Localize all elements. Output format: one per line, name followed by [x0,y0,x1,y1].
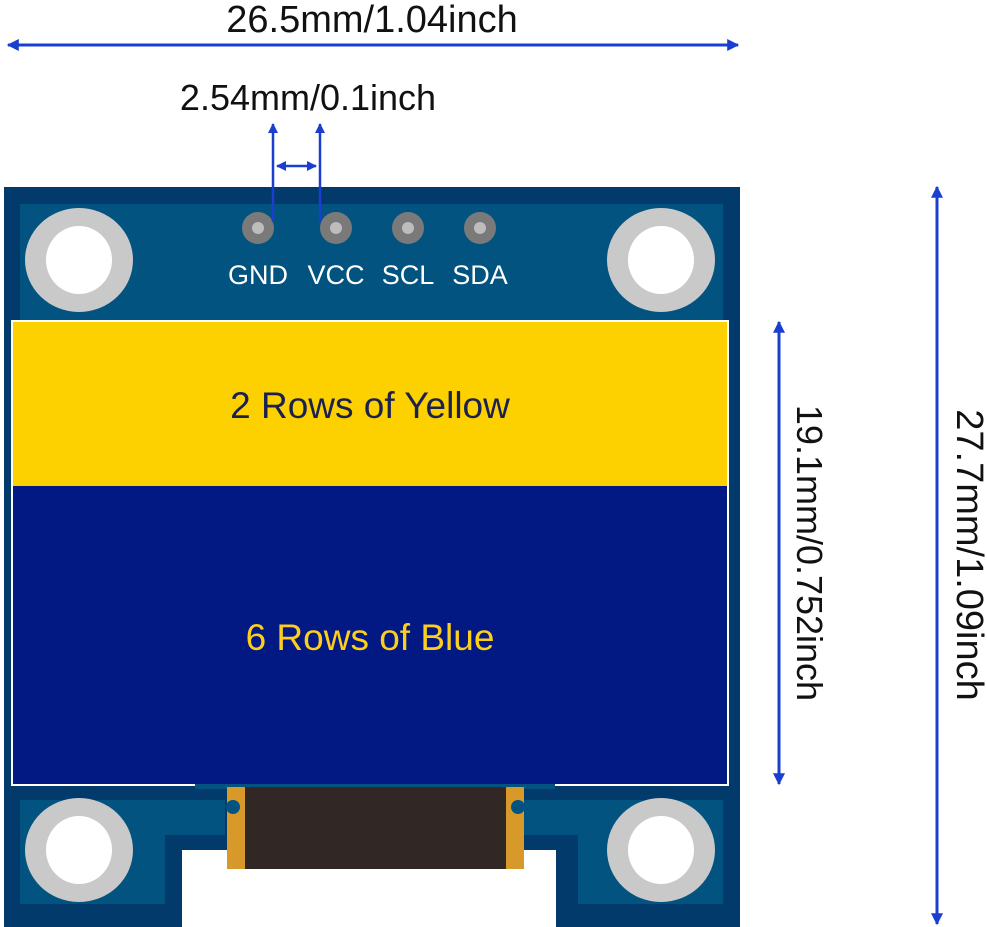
mount-hole-top-right [607,208,715,312]
width-dimension-label: 26.5mm/1.04inch [226,0,518,41]
pcb-top-inner [20,204,723,320]
mount-hole-bottom-right [607,798,715,902]
pin-sda [464,212,496,244]
pin-scl [392,212,424,244]
flex-cable [245,787,506,869]
mount-hole-bottom-left [25,798,133,902]
pin-label-sda: SDA [452,260,508,290]
blue-zone-label: 6 Rows of Blue [246,617,495,658]
pin-label-scl: SCL [382,260,435,290]
flex-cable-base [195,784,555,789]
total-height-label: 27.7mm/1.09inch [948,409,987,701]
pin-pitch-label: 2.54mm/0.1inch [180,77,436,118]
pin-vcc [320,212,352,244]
pin-gnd [242,212,274,244]
display-blue-zone [13,486,727,784]
flex-notch-right [511,800,525,814]
yellow-zone-label: 2 Rows of Yellow [230,385,510,426]
flex-contact-right [504,787,524,869]
display-height-label: 19.1mm/0.752inch [789,405,830,701]
display-yellow-zone [13,322,727,486]
pin-label-vcc: VCC [307,260,364,290]
flex-notch-left [226,800,240,814]
mount-hole-top-left [25,208,133,312]
pin-label-gnd: GND [228,260,288,290]
flex-contact-left [227,787,247,869]
